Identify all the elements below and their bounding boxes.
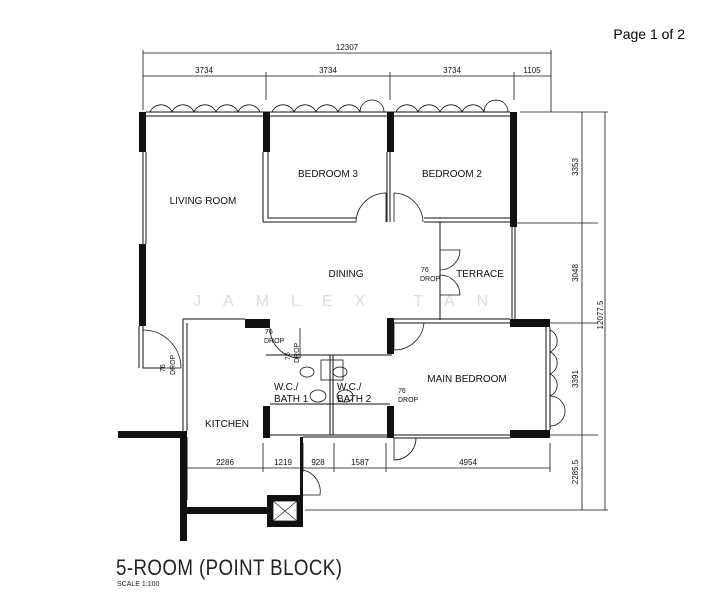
dim-right-total: 12077.5 xyxy=(596,300,605,329)
plan-title: 5-ROOM (POINT BLOCK) xyxy=(116,555,343,580)
room-bath-1-line1: W.C./ xyxy=(274,382,299,393)
doors xyxy=(142,99,566,496)
svg-text:DROP: DROP xyxy=(420,276,441,283)
room-bedroom-3: BEDROOM 3 xyxy=(298,169,358,180)
room-main-bedroom: MAIN BEDROOM xyxy=(427,374,506,385)
dim-right-4: 2285.5 xyxy=(571,459,580,484)
svg-text:DROP: DROP xyxy=(294,342,301,363)
dim-top-2: 3734 xyxy=(319,66,337,75)
room-bath-1-line2: BATH 1 xyxy=(274,394,309,405)
right-dimensions xyxy=(305,111,608,511)
watermark: JAMLEX TAN xyxy=(193,293,510,310)
svg-text:76: 76 xyxy=(160,364,167,372)
room-kitchen: KITCHEN xyxy=(205,419,249,430)
svg-text:76: 76 xyxy=(398,388,406,395)
walls xyxy=(118,111,551,541)
drop-annotations: 76 DROP 76 DROP 76 DROP 76 DROP 76 DROP xyxy=(160,267,441,404)
dim-bottom-3: 928 xyxy=(311,458,325,467)
dim-bottom-2: 1219 xyxy=(274,458,292,467)
dim-right-3: 3391 xyxy=(571,370,580,388)
dim-top-total: 12307 xyxy=(336,43,359,52)
svg-text:DROP: DROP xyxy=(264,338,285,345)
room-living: LIVING ROOM xyxy=(170,196,237,207)
dim-right-1: 3353 xyxy=(571,158,580,176)
dim-right-2: 3048 xyxy=(571,264,580,282)
svg-text:76: 76 xyxy=(421,267,429,274)
page-indicator: Page 1 of 2 xyxy=(613,26,685,42)
room-bedroom-2: BEDROOM 2 xyxy=(422,169,482,180)
room-bath-2-line2: BATH 2 xyxy=(337,394,372,405)
dim-bottom-1: 2286 xyxy=(216,458,234,467)
room-dining: DINING xyxy=(329,269,364,280)
svg-text:76: 76 xyxy=(265,329,273,336)
dim-top-3: 3734 xyxy=(443,66,461,75)
room-bath-2-line1: W.C./ xyxy=(337,382,362,393)
room-terrace: TERRACE xyxy=(456,269,504,280)
svg-text:DROP: DROP xyxy=(170,354,177,375)
plan-scale: SCALE 1:100 xyxy=(117,581,160,588)
dim-top-4: 1105 xyxy=(523,66,541,75)
svg-text:76: 76 xyxy=(285,352,292,360)
top-dimensions xyxy=(142,50,552,112)
svg-text:DROP: DROP xyxy=(398,397,419,404)
dim-bottom-4: 1587 xyxy=(351,458,369,467)
dim-bottom-5: 4954 xyxy=(459,458,477,467)
dim-top-1: 3734 xyxy=(195,66,213,75)
